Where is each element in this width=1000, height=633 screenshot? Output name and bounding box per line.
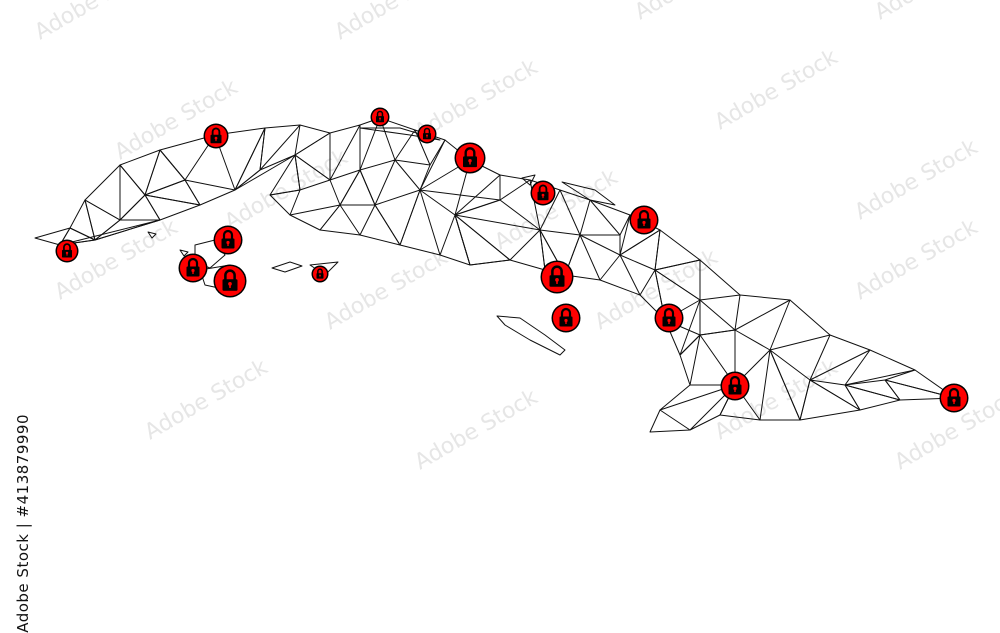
padlock-icon	[56, 240, 79, 263]
mesh-triangle	[770, 300, 830, 350]
mesh-triangle	[290, 205, 340, 230]
stock-id-text: Adobe Stock | #413879990	[14, 414, 32, 633]
watermark-text: Adobe Stock	[711, 355, 843, 446]
mesh-triangle	[295, 125, 330, 155]
mesh-triangle	[145, 180, 200, 205]
padlock-icon	[630, 206, 659, 235]
padlock-icon	[418, 125, 437, 144]
padlock-icon	[312, 266, 329, 283]
padlock-icon	[455, 143, 486, 174]
watermark-text: Adobe Stock	[321, 245, 453, 336]
mesh-triangle	[360, 205, 400, 245]
watermark-text: Adobe Stock	[331, 0, 463, 45]
watermark-text: Adobe Stock	[851, 135, 983, 226]
padlock-icon	[541, 261, 574, 294]
padlock-icon	[179, 254, 208, 283]
mesh-triangle	[620, 230, 660, 270]
watermark-text: Adobe Stock	[111, 75, 243, 166]
mesh-triangle	[500, 175, 530, 200]
mesh-triangle	[375, 190, 420, 245]
padlock-icon	[655, 304, 684, 333]
mesh-triangle	[320, 205, 360, 235]
padlock-icon	[214, 265, 247, 298]
padlock-icon	[940, 384, 969, 413]
mesh-triangle	[85, 165, 120, 220]
padlock-icon	[204, 124, 229, 149]
mesh-triangle	[120, 195, 160, 220]
mesh-triangle	[120, 165, 145, 220]
watermark-text: Adobe Stock	[711, 45, 843, 136]
island-mesh	[272, 262, 302, 272]
watermark-text: Adobe Stock	[631, 0, 763, 25]
mesh-triangle	[680, 335, 700, 385]
mesh-triangle	[420, 190, 500, 215]
mesh-triangle	[580, 235, 620, 255]
mesh-triangle	[845, 350, 915, 385]
mesh-triangle	[395, 160, 430, 190]
mesh-triangle	[735, 295, 790, 330]
mesh-triangle	[590, 200, 630, 235]
watermark-text: Adobe Stock	[491, 165, 623, 256]
padlock-icon	[721, 372, 750, 401]
mesh-triangle	[145, 150, 185, 195]
mesh-triangle	[360, 160, 395, 205]
mesh-triangle	[145, 195, 200, 220]
watermark-text: Adobe Stock	[31, 0, 163, 45]
padlock-icon	[552, 304, 581, 333]
watermark-text: Adobe Stock	[141, 355, 273, 446]
padlock-icon	[371, 108, 390, 127]
mesh-triangle	[650, 410, 690, 432]
mesh-triangle	[700, 300, 735, 335]
stock-id-label: Adobe Stock | #413879990	[14, 414, 32, 534]
watermark-text: Adobe Stock	[411, 385, 543, 476]
padlock-icon	[214, 226, 243, 255]
watermark-text: Adobe Stock	[851, 215, 983, 306]
padlock-icon	[531, 181, 556, 206]
watermark-text: Adobe Stock	[871, 0, 1000, 25]
